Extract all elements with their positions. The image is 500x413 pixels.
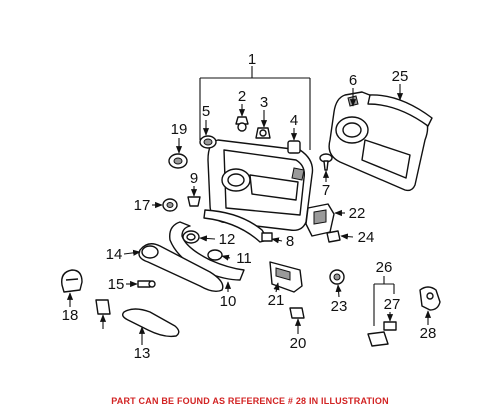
label-11: 11 (236, 250, 252, 267)
label-1: 1 (248, 51, 256, 68)
clip-part-2 (235, 116, 249, 132)
label-22: 22 (349, 205, 366, 222)
label-9: 9 (190, 170, 198, 187)
label-27: 27 (384, 296, 401, 313)
clip-part-11 (207, 249, 223, 261)
grommet-part-5 (199, 135, 217, 149)
label-28: 28 (420, 325, 437, 342)
label-21: 21 (268, 292, 285, 309)
label-18: 18 (62, 307, 79, 324)
label-15: 15 (108, 276, 125, 293)
clip-part-3 (255, 127, 271, 139)
label-10: 10 (220, 293, 237, 310)
trim-strip-part-8 (203, 209, 273, 243)
bracket-part-21 (269, 261, 303, 293)
label-4: 4 (290, 112, 298, 129)
ring-part-12 (182, 230, 200, 244)
label-19: 19 (171, 121, 188, 138)
clip-part-24 (326, 230, 341, 243)
footer-note: PART CAN BE FOUND AS REFERENCE # 28 IN I… (111, 396, 389, 406)
clip-part-9 (187, 196, 201, 207)
grommet-part-23 (329, 269, 345, 285)
label-25: 25 (392, 68, 409, 85)
leader-lines (66, 84, 432, 345)
screw-part-7 (319, 153, 333, 171)
label-23: 23 (331, 298, 348, 315)
label-12: 12 (219, 231, 236, 248)
callout-bracket-26 (373, 276, 395, 326)
callout-bracket-1 (199, 66, 311, 150)
label-20: 20 (290, 335, 307, 352)
switch-part-18 (61, 269, 83, 293)
clip-part-20 (289, 307, 305, 319)
socket-part-28 (419, 286, 441, 311)
label-6: 6 (349, 72, 357, 89)
label-14: 14 (106, 246, 123, 263)
label-7: 7 (322, 182, 330, 199)
handle-part-14 (138, 243, 224, 293)
cover-part-16 (95, 299, 111, 315)
label-13: 13 (134, 345, 151, 362)
door-trim-panel (207, 139, 314, 232)
part-labels: 1 2 3 4 5 6 7 8 9 10 11 12 13 14 15 17 1… (62, 51, 437, 362)
grommet-part-17 (162, 198, 178, 212)
label-26: 26 (376, 259, 393, 276)
clip-part-4 (287, 140, 301, 154)
armrest-strip-part-10 (169, 221, 245, 281)
bracket-part-22 (305, 203, 335, 237)
label-2: 2 (238, 88, 246, 105)
label-3: 3 (260, 94, 268, 111)
label-24: 24 (358, 229, 375, 246)
switch-part-26 (367, 331, 389, 347)
label-8: 8 (286, 233, 294, 250)
pull-handle-part-13 (121, 308, 180, 338)
screw-part-15 (137, 280, 156, 288)
cap-part-19 (168, 153, 188, 169)
clip-part-27 (383, 321, 397, 331)
label-17: 17 (134, 197, 151, 214)
label-5: 5 (202, 103, 210, 120)
seal-strip-part-25 (367, 94, 433, 127)
